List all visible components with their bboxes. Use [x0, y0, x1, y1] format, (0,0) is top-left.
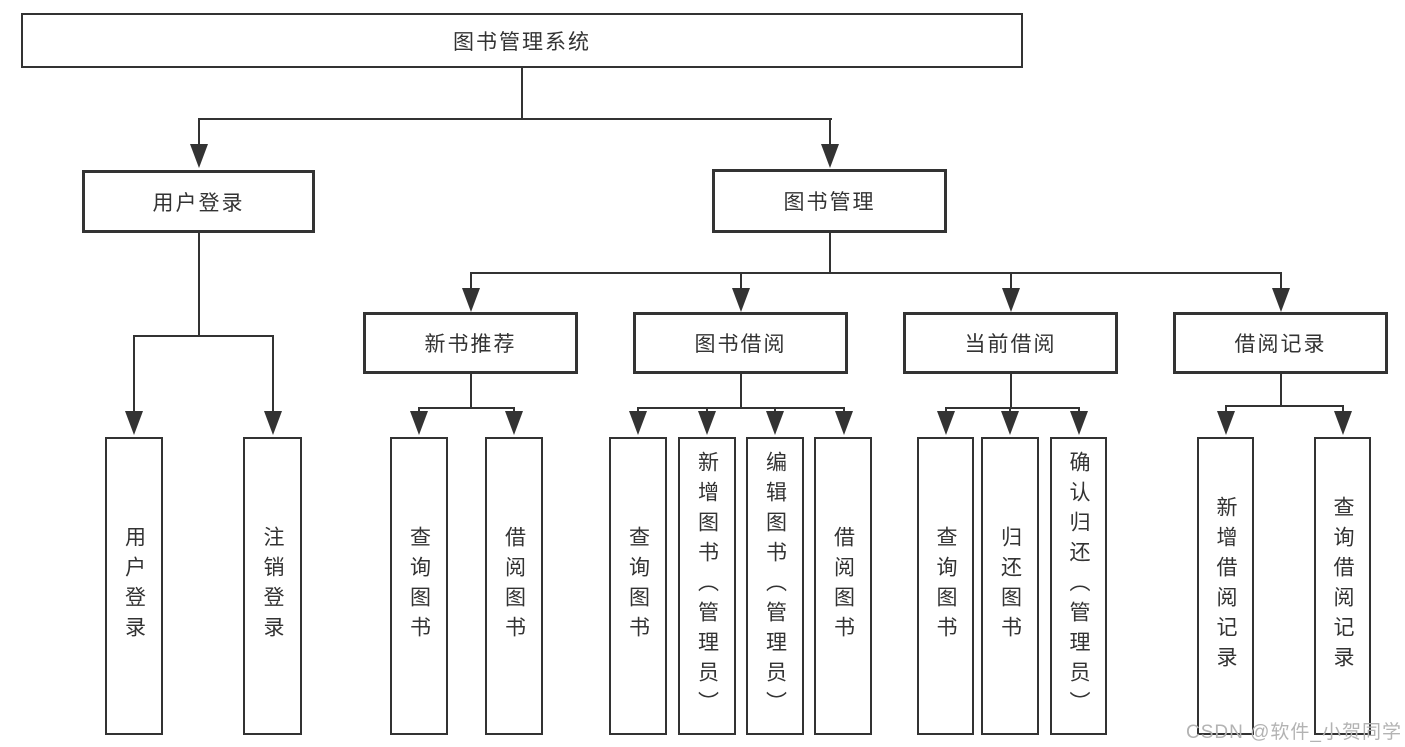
arrowhead-down-icon: [505, 411, 523, 435]
connector-vline: [520, 68, 523, 120]
node-label: 注销登录: [261, 526, 284, 646]
node-label: 借阅图书: [831, 526, 855, 646]
connector-vline: [271, 335, 274, 415]
connector-vline: [469, 272, 472, 294]
connector-hline: [944, 407, 1080, 409]
node-leaf-borrow-books: 借阅图书: [814, 437, 872, 735]
node-leaf-return-books: 归还图书: [981, 437, 1039, 735]
arrowhead-down-icon: [125, 411, 143, 435]
node-leaf-add-books-admin: 新增图书（管理员）: [678, 437, 736, 735]
node-label: 查询图书: [934, 526, 957, 646]
arrowhead-down-icon: [461, 288, 480, 312]
connector-vline: [469, 374, 472, 409]
connector-hline: [418, 407, 515, 409]
connector-vline: [1224, 405, 1227, 416]
node-leaf-query-books-borrow: 查询图书: [609, 437, 667, 735]
connector-hline: [637, 407, 844, 409]
watermark: CSDN @软件_小贺同学: [1186, 722, 1402, 743]
connector-vline: [739, 374, 742, 409]
arrowhead-down-icon: [629, 411, 647, 435]
node-leaf-user-login: 用户登录: [105, 437, 163, 735]
node-label: 用户登录: [152, 191, 245, 215]
node-label: 借阅记录: [1234, 333, 1327, 356]
connector-vline: [828, 233, 831, 274]
node-label: 当前借阅: [964, 333, 1057, 356]
connector-vline: [828, 118, 831, 150]
connector-vline: [1009, 272, 1012, 294]
node-label: 图书借阅: [694, 333, 787, 356]
arrowhead-down-icon: [1271, 288, 1290, 312]
node-label: 借阅图书: [502, 526, 526, 646]
node-leaf-query-books-recommend: 查询图书: [390, 437, 448, 735]
arrowhead-down-icon: [189, 144, 208, 168]
connector-hline: [133, 335, 274, 337]
arrowhead-down-icon: [698, 411, 716, 435]
node-leaf-add-borrow-record: 新增借阅记录: [1197, 437, 1254, 735]
node-leaf-borrow-books-recommend: 借阅图书: [485, 437, 543, 735]
connector-hline: [197, 118, 832, 120]
node-book-borrow: 图书借阅: [633, 312, 848, 374]
connector-vline: [197, 118, 200, 150]
node-label: 新增图书（管理员）: [695, 451, 719, 721]
connector-vline: [739, 272, 742, 294]
node-label: 确认归还（管理员）: [1067, 451, 1090, 721]
connector-vline: [133, 335, 135, 415]
node-label: 查询图书: [407, 526, 431, 646]
node-label: 图书管理系统: [453, 30, 591, 54]
node-leaf-logout: 注销登录: [243, 437, 302, 735]
arrowhead-down-icon: [1001, 411, 1019, 435]
node-current-borrow: 当前借阅: [903, 312, 1118, 374]
node-leaf-query-books-current: 查询图书: [917, 437, 974, 735]
connector-vline: [1279, 272, 1282, 294]
connector-vline: [1341, 405, 1344, 416]
arrowhead-down-icon: [731, 288, 750, 312]
arrowhead-down-icon: [1069, 411, 1088, 435]
node-new-book-recommend: 新书推荐: [363, 312, 578, 374]
connector-vline: [197, 233, 200, 337]
node-leaf-edit-books-admin: 编辑图书（管理员）: [746, 437, 804, 735]
connector-hline: [469, 272, 1282, 274]
node-leaf-query-borrow-record: 查询借阅记录: [1314, 437, 1371, 735]
node-label: 查询借阅记录: [1331, 496, 1354, 676]
connector-hline: [1224, 405, 1344, 407]
connector-vline: [1009, 374, 1012, 409]
node-label: 查询图书: [626, 526, 650, 646]
node-label: 归还图书: [998, 526, 1022, 646]
node-book-management: 图书管理: [712, 169, 947, 233]
node-leaf-confirm-return-admin: 确认归还（管理员）: [1050, 437, 1107, 735]
arrowhead-down-icon: [1333, 411, 1352, 435]
arrowhead-down-icon: [263, 411, 282, 435]
node-label: 图书管理: [783, 191, 876, 214]
arrowhead-down-icon: [766, 411, 784, 435]
node-label: 新增借阅记录: [1214, 496, 1237, 676]
node-label: 用户登录: [122, 526, 146, 646]
arrowhead-down-icon: [1216, 411, 1235, 435]
node-user-login: 用户登录: [82, 170, 315, 233]
arrowhead-down-icon: [1001, 288, 1020, 312]
node-label: 编辑图书（管理员）: [763, 451, 787, 721]
node-library-system-root: 图书管理系统: [21, 13, 1023, 68]
node-borrow-records: 借阅记录: [1173, 312, 1388, 374]
connector-vline: [1279, 374, 1282, 407]
node-label: 新书推荐: [424, 333, 517, 356]
arrowhead-down-icon: [834, 411, 853, 435]
arrowhead-down-icon: [410, 411, 428, 435]
arrowhead-down-icon: [820, 144, 839, 168]
arrowhead-down-icon: [936, 411, 955, 435]
